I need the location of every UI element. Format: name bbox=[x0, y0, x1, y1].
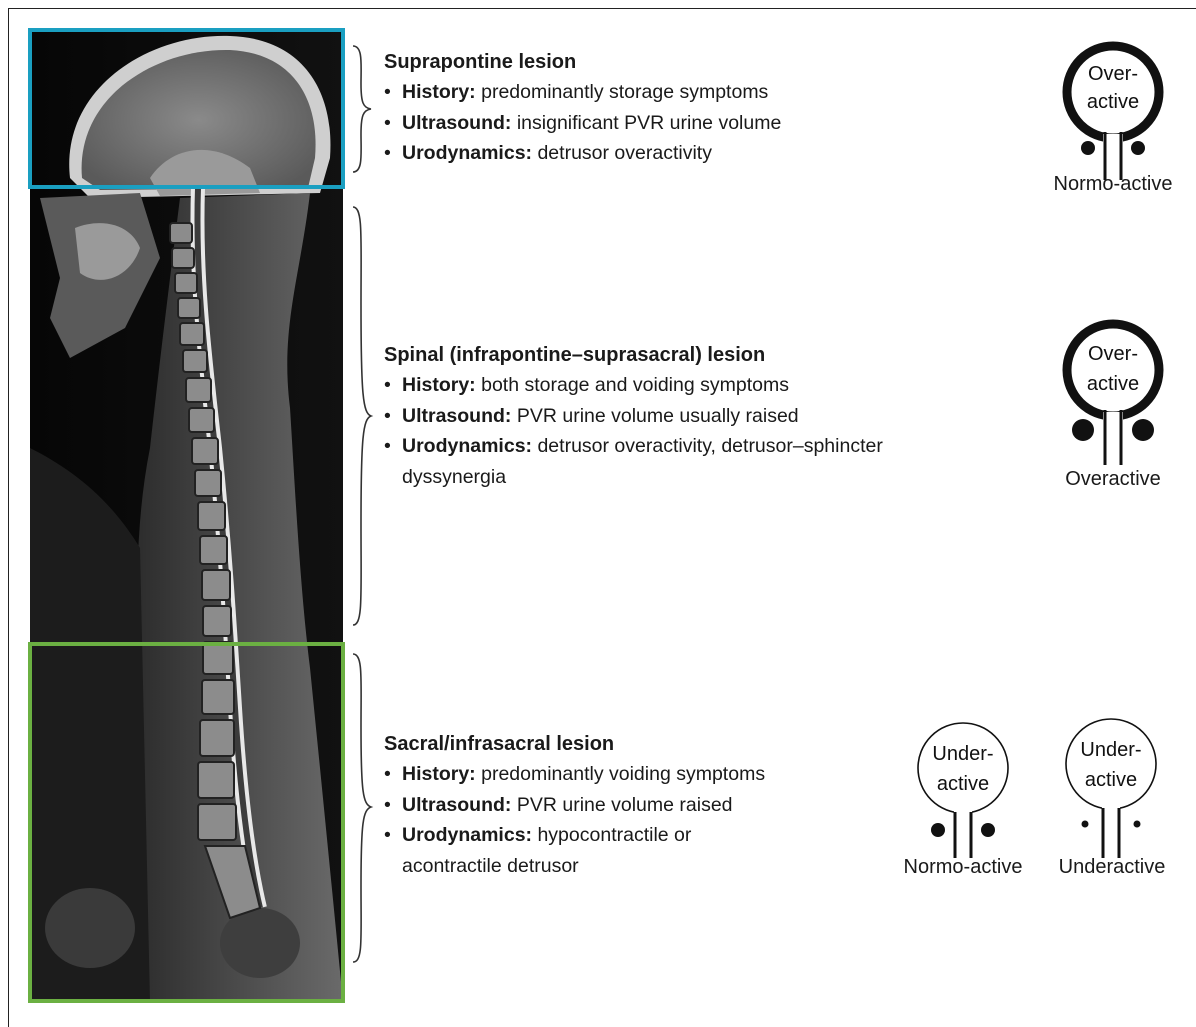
detrusor-label-line2: active bbox=[937, 773, 989, 795]
list-item-ultrasound: Ultrasound: insignificant PVR urine volu… bbox=[384, 108, 781, 139]
brace-sacral bbox=[349, 652, 375, 964]
sphincter-label: Underactive bbox=[1042, 856, 1182, 879]
list-item-ultrasound: Ultrasound: PVR urine volume usually rai… bbox=[384, 401, 984, 432]
bladder-diagram-spinal: Over- active bbox=[1053, 315, 1173, 465]
section-sacral-lesion: Sacral/infrasacral lesion History: predo… bbox=[384, 729, 854, 881]
section-title: Suprapontine lesion bbox=[384, 47, 781, 77]
bladder-diagram-sacral-normoactive: Under- active bbox=[908, 718, 1018, 858]
list-item-urodynamics: Urodynamics: detrusor overactivity, detr… bbox=[384, 431, 962, 492]
item-text: both storage and voiding symptoms bbox=[476, 374, 789, 396]
sphincter-label: Normo-active bbox=[1043, 173, 1183, 196]
sphincter-dot-left bbox=[1082, 821, 1089, 828]
item-key: Ultrasound: bbox=[402, 794, 511, 816]
item-key: Ultrasound: bbox=[402, 405, 511, 427]
section-suprapontine-lesion: Suprapontine lesion History: predominant… bbox=[384, 47, 781, 169]
sphincter-dot-left bbox=[1081, 141, 1095, 155]
brace-suprapontine bbox=[349, 44, 375, 174]
item-key: History: bbox=[402, 374, 476, 396]
list-item-urodynamics: Urodynamics: detrusor overactivity bbox=[384, 138, 781, 169]
item-text: predominantly storage symptoms bbox=[476, 81, 769, 103]
detrusor-label-line2: active bbox=[1087, 91, 1139, 113]
detrusor-circle-overactive bbox=[1067, 324, 1159, 416]
detrusor-label-line2: active bbox=[1087, 373, 1139, 395]
section-list: History: predominantly storage symptoms … bbox=[384, 77, 781, 169]
detrusor-label-line1: Over- bbox=[1088, 343, 1138, 365]
section-list: History: both storage and voiding sympto… bbox=[384, 370, 984, 492]
sphincter-dot-right bbox=[981, 823, 995, 837]
item-key: Urodynamics: bbox=[402, 142, 532, 164]
list-item-urodynamics: Urodynamics: hypocontractile or acontrac… bbox=[384, 820, 732, 881]
sphincter-dot-left bbox=[931, 823, 945, 837]
list-item-history: History: predominantly voiding symptoms bbox=[384, 759, 854, 790]
mri-illustration bbox=[30, 28, 343, 1002]
sphincter-dot-right bbox=[1132, 419, 1154, 441]
item-key: History: bbox=[402, 81, 476, 103]
section-title: Spinal (infrapontine–suprasacral) lesion bbox=[384, 340, 984, 370]
item-text: predominantly voiding symptoms bbox=[476, 763, 765, 785]
detrusor-label-line1: Under- bbox=[932, 743, 993, 765]
item-key: Urodynamics: bbox=[402, 435, 532, 457]
sphincter-label: Overactive bbox=[1043, 468, 1183, 491]
detrusor-label-line1: Over- bbox=[1088, 63, 1138, 85]
bladder-diagram-suprapontine: Over- active bbox=[1053, 40, 1173, 180]
item-text: PVR urine volume raised bbox=[511, 794, 732, 816]
item-key: History: bbox=[402, 763, 476, 785]
list-item-history: History: predominantly storage symptoms bbox=[384, 77, 781, 108]
sphincter-dot-right bbox=[1131, 141, 1145, 155]
sphincter-dot-right bbox=[1134, 821, 1141, 828]
item-text: detrusor overactivity bbox=[532, 142, 712, 164]
section-spinal-lesion: Spinal (infrapontine–suprasacral) lesion… bbox=[384, 340, 984, 492]
item-key: Ultrasound: bbox=[402, 112, 511, 134]
sphincter-label: Normo-active bbox=[893, 856, 1033, 879]
list-item-ultrasound: Ultrasound: PVR urine volume raised bbox=[384, 790, 854, 821]
item-text: PVR urine volume usually raised bbox=[511, 405, 798, 427]
item-text: insignificant PVR urine volume bbox=[511, 112, 781, 134]
section-title: Sacral/infrasacral lesion bbox=[384, 729, 854, 759]
mri-sagittal-spine-image bbox=[30, 28, 343, 1002]
brace-spinal bbox=[349, 205, 375, 627]
bladder-diagram-sacral-underactive: Under- active bbox=[1056, 712, 1166, 858]
detrusor-label-line2: active bbox=[1085, 769, 1137, 791]
item-key: Urodynamics: bbox=[402, 824, 532, 846]
sphincter-dot-left bbox=[1072, 419, 1094, 441]
detrusor-circle-underactive bbox=[918, 723, 1008, 813]
detrusor-circle-underactive bbox=[1066, 719, 1156, 809]
list-item-history: History: both storage and voiding sympto… bbox=[384, 370, 984, 401]
section-list: History: predominantly voiding symptoms … bbox=[384, 759, 854, 881]
detrusor-label-line1: Under- bbox=[1080, 739, 1141, 761]
